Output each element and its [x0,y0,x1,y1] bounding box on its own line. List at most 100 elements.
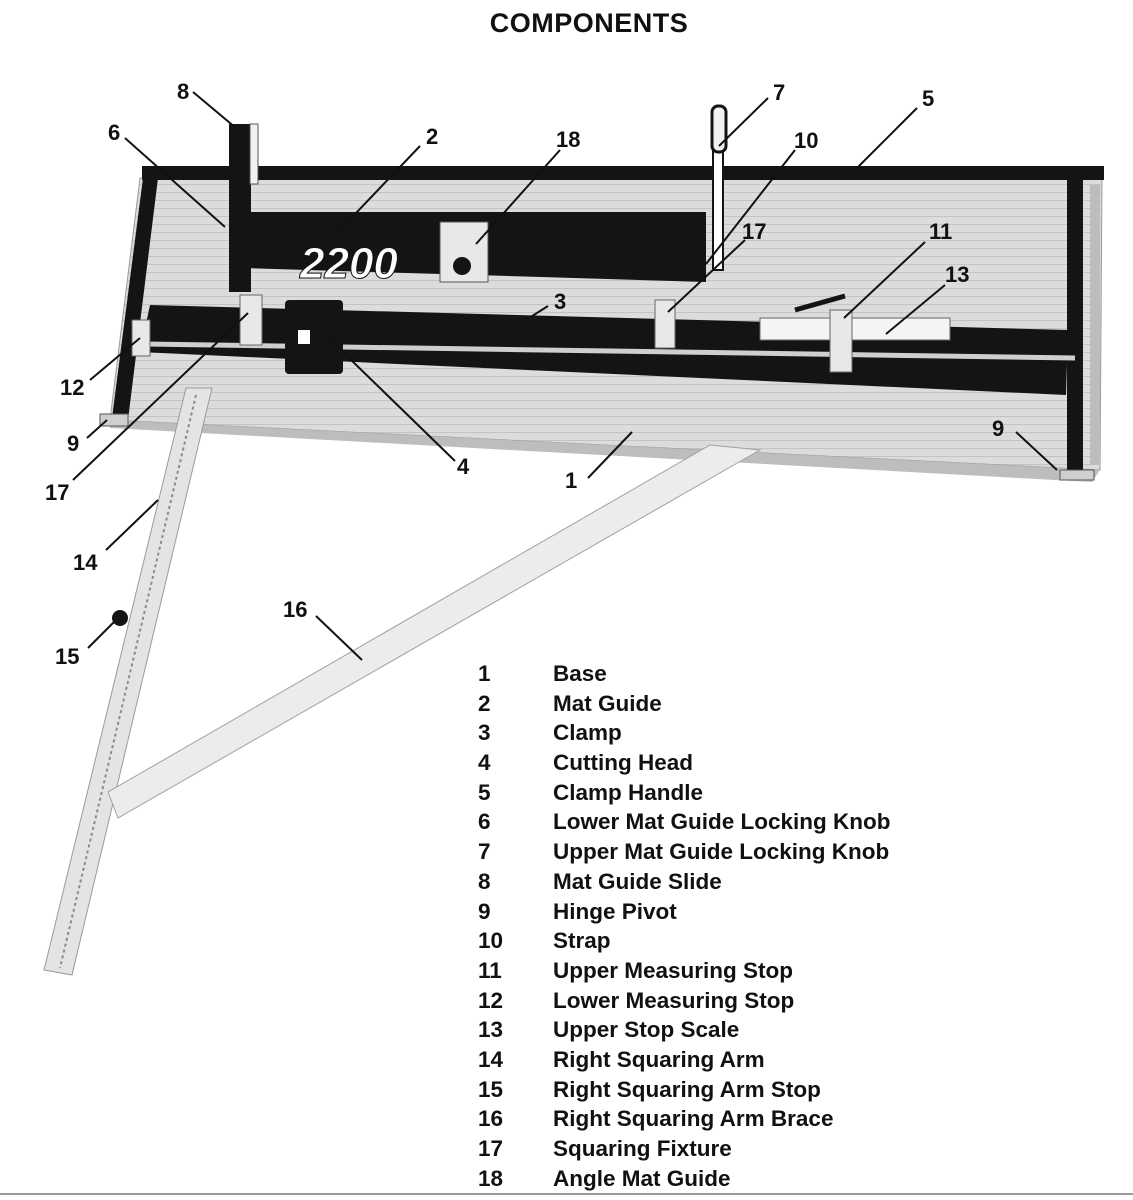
leader-2 [335,145,421,235]
bottom-rule [0,1193,1133,1195]
legend-number: 12 [478,987,504,1013]
legend-part-name: Base [553,661,607,686]
leader-14 [105,499,159,551]
callout-18: 18 [556,127,580,152]
leader-4 [311,321,456,462]
legend-part-name: Right Squaring Arm [553,1046,765,1072]
legend-part-name: Hinge Pivot [553,898,677,924]
right-frame-bar [1067,178,1083,473]
upper-locking-knob [710,104,728,154]
legend-part-name: Strap [553,928,611,954]
legend-number: 13 [478,1017,504,1043]
leader-18 [475,149,561,245]
angle-mat-guide-knob [453,257,471,275]
cutting-head [285,300,343,374]
hinge-pivot-right [1059,469,1095,481]
leader-13 [885,284,946,335]
legend-part-name: Upper Stop Scale [553,1017,740,1043]
leader-7 [718,97,769,147]
right-squaring-arm-scale [59,394,197,969]
callout-9a: 9 [67,431,79,456]
upper-stop-scale [759,317,951,341]
leader-9b [1015,431,1058,471]
legend-number: 4 [478,750,491,776]
lower-measuring-stop [131,319,151,357]
legend-number: 8 [478,868,491,894]
callout-17b: 17 [742,219,766,244]
legend-number: 3 [478,720,491,746]
legend-part-name: Clamp Handle [553,779,704,805]
callout-2: 2 [426,124,438,149]
legend-number: 7 [478,839,491,865]
legend-number: 9 [478,898,491,924]
legend-number: 11 [478,957,502,983]
legend-part-name: Mat Guide Slide [553,868,722,894]
right-squaring-arm-stop [112,610,128,626]
leader-9a [86,419,108,439]
leader-15 [87,619,117,649]
upper-measuring-stop [829,309,853,373]
callout-6: 6 [108,120,120,145]
legend-number: 5 [478,779,491,805]
squaring-fixture-center [654,299,676,349]
leader-17b [667,239,746,313]
legend-number: 18 [478,1165,504,1191]
callout-12: 12 [60,375,84,400]
callout-9b: 9 [992,416,1004,441]
legend-number: 14 [478,1046,504,1072]
callout-5: 5 [922,86,934,111]
callout-16: 16 [283,597,307,622]
leader-16 [315,615,363,661]
leader-12 [89,337,141,381]
legend-part-name: Right Squaring Arm Brace [553,1106,834,1132]
legend-part-name: Upper Measuring Stop [553,957,794,983]
legend-number: 15 [478,1076,504,1102]
callout-4: 4 [457,454,470,479]
hinge-pivot-left [99,413,129,427]
legend-number: 10 [478,928,504,954]
legend-part-name: Cutting Head [553,750,693,776]
mat-guide-logo: 2200 [299,239,398,288]
leader-5 [852,107,918,173]
clamp-handle-bar [142,166,1104,180]
callout-13: 13 [945,262,969,287]
callout-8: 8 [177,79,189,104]
legend-part-name: Clamp [553,720,622,746]
squaring-fixture-left [239,294,263,346]
callout-15: 15 [55,644,79,669]
right-frame-edge [1090,185,1100,465]
legend-number: 17 [478,1136,504,1161]
upper-measuring-stop-handle [794,293,846,313]
callout-7: 7 [773,80,785,105]
left-frame-bar [112,178,158,420]
page-title: COMPONENTS [489,8,689,38]
legend-number: 16 [478,1106,504,1132]
legend-part-name: Upper Mat Guide Locking Knob [553,839,890,865]
legend-part-name: Lower Mat Guide Locking Knob [553,809,891,835]
right-squaring-arm-brace [107,444,762,819]
mat-guide-slide-scale [249,123,259,185]
legend-part-name: Lower Measuring Stop [553,987,795,1013]
legend-number: 6 [478,809,491,835]
cutting-head-label [298,330,310,344]
legend-part-name: Mat Guide [553,690,662,716]
base-front-edge [110,420,1100,482]
callout-3: 3 [554,289,566,314]
callout-17a: 17 [45,480,69,505]
leader-3 [517,305,549,326]
legend-part-name: Squaring Fixture [553,1136,732,1161]
callout-10: 10 [794,128,818,153]
leader-10 [705,149,796,265]
callout-11: 11 [929,219,952,244]
legend-number: 1 [478,661,491,686]
mat-guide-slide [229,124,251,292]
callout-14: 14 [73,550,98,575]
leader-8 [192,91,237,129]
leader-6 [124,137,226,228]
leader-11 [843,241,926,319]
callout-1: 1 [565,468,577,493]
legend-part-name: Angle Mat Guide [553,1165,731,1191]
legend-number: 2 [478,690,491,716]
leader-1 [587,431,633,479]
